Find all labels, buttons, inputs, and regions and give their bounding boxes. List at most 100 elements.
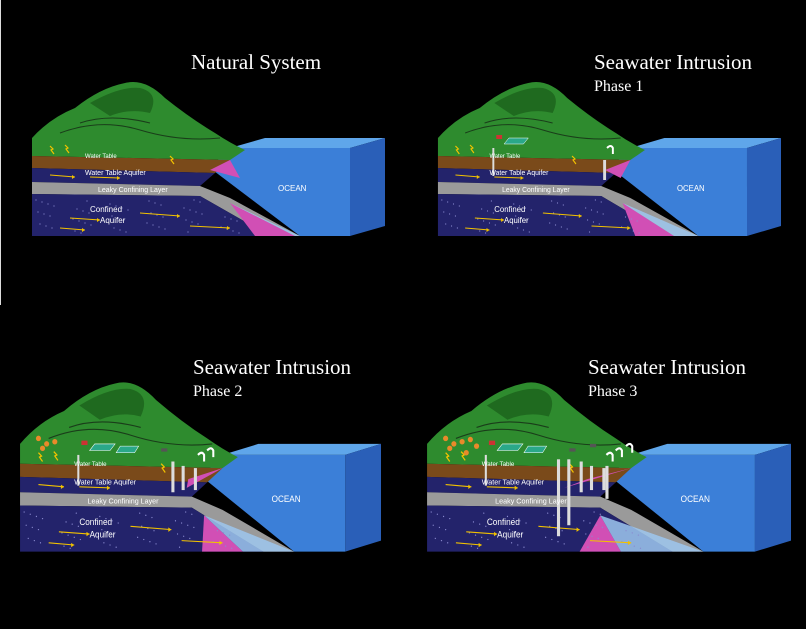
aquifer-sediment-dot <box>447 201 449 203</box>
aquifer-sediment-dot <box>528 231 530 233</box>
aquifer-sediment-dot <box>41 517 44 520</box>
recharge-symbol <box>469 144 475 154</box>
aquifer-sediment-dot <box>23 511 25 513</box>
aquifer-sediment-dot <box>27 537 29 540</box>
aquifer-sediment-dot <box>76 208 78 210</box>
aquifer-sediment-dot <box>563 543 565 545</box>
aquifer-sediment-dot <box>602 213 604 215</box>
water-table-label: Water Table <box>85 154 117 160</box>
aquifer-sediment-dot <box>229 534 231 536</box>
panel-title: Natural System <box>191 50 322 74</box>
aquifer-sediment-dot <box>174 520 177 522</box>
wellhead <box>605 451 614 462</box>
vehicle <box>161 448 168 452</box>
flow-arrow <box>48 542 75 546</box>
aquifer-sediment-dot <box>232 230 234 232</box>
aquifer-sediment-dot <box>109 203 111 205</box>
flow-arrow <box>58 531 90 535</box>
vehicle <box>589 443 597 448</box>
aquifer-sediment-dot <box>438 526 441 529</box>
flow-arrowhead <box>72 175 75 179</box>
aquifer-sediment-dot <box>139 512 141 514</box>
aquifer-sediment-dot <box>557 541 559 543</box>
aquifer-sediment-dot <box>216 530 219 532</box>
aquifer-sediment-dot <box>148 200 150 202</box>
water-table-aquifer-layer <box>20 476 208 497</box>
farm-house <box>81 440 88 446</box>
aquifer-sediment-dot <box>185 511 187 513</box>
aquifer-sediment-dot <box>73 536 75 538</box>
aquifer-sediment-dot <box>37 211 39 213</box>
confined-aquifer-layer <box>32 194 270 236</box>
aquifer-sediment-dot <box>442 515 445 518</box>
confined-aquifer-layer <box>437 194 670 236</box>
aquifer-sediment-dot <box>508 528 511 531</box>
aquifer-sediment-dot <box>187 524 189 526</box>
aquifer-sediment-dot <box>549 222 551 224</box>
aquifer-sediment-dot <box>513 517 515 520</box>
aquifer-sediment-dot <box>515 215 517 217</box>
aquifer-sediment-dot <box>115 546 117 548</box>
water-table-label: Water Table <box>482 461 515 468</box>
aquifer-sediment-dot <box>103 542 105 544</box>
flow-arrow <box>79 486 111 489</box>
flow-arrow <box>89 176 121 179</box>
aquifer-sediment-dot <box>152 224 154 226</box>
recharge-symbol <box>53 451 59 461</box>
panel-title: Seawater Intrusion <box>588 355 747 379</box>
confined-aquifer-label: Confined <box>90 205 122 214</box>
aquifer-sediment-dot <box>515 531 517 533</box>
aquifer-sediment-dot <box>35 199 37 201</box>
aquifer-sediment-dot <box>519 520 521 522</box>
flow-arrow <box>486 486 518 489</box>
aquifer-sediment-dot <box>224 545 227 547</box>
aquifer-sediment-dot <box>485 525 487 527</box>
pumping-well <box>602 468 606 491</box>
confined-aquifer-label-2: Aquifer <box>497 529 523 539</box>
aquifer-sediment-dot <box>481 536 483 538</box>
hill-shading <box>494 87 556 116</box>
pumping-well <box>605 465 609 499</box>
ocean-side <box>746 138 781 236</box>
aquifer-sediment-dot <box>637 534 640 536</box>
pumping-well <box>181 465 185 491</box>
flow-arrow <box>59 227 86 231</box>
aquifer-sediment-dot <box>146 222 148 224</box>
ocean-front <box>610 148 747 236</box>
flow-arrowhead <box>627 226 631 230</box>
orchard-tree <box>52 438 58 445</box>
flow-arrowhead <box>82 228 85 232</box>
ocean-top <box>230 138 385 148</box>
aquifer-sediment-dot <box>630 218 632 220</box>
aquifer-sediment-dot <box>445 528 447 531</box>
aquifer-sediment-dot <box>193 199 195 201</box>
water-table-aquifer-layer <box>32 168 215 186</box>
aquifer-sediment-dot <box>65 521 67 523</box>
aquifer-sediment-dot <box>600 201 602 203</box>
flow-arrow <box>69 217 101 221</box>
aquifer-sediment-dot <box>479 523 481 525</box>
aquifer-sediment-dot <box>525 522 527 524</box>
aquifer-sediment-dot <box>79 538 81 541</box>
wellhead <box>197 451 206 462</box>
flow-arrowhead <box>514 485 518 491</box>
recharge-symbol <box>568 463 574 473</box>
aquifer-sediment-dot <box>434 537 436 540</box>
aquifer-sediment-dot <box>593 511 595 513</box>
ocean-front <box>210 148 350 236</box>
pumping-well <box>171 461 175 493</box>
flow-arrow <box>130 525 172 531</box>
flow-arrowhead <box>476 175 480 179</box>
flow-arrow <box>181 540 223 544</box>
aquifer-sediment-dot <box>483 220 485 222</box>
crop-field <box>115 445 140 453</box>
aquifer-sediment-dot <box>107 531 109 533</box>
aquifer-sediment-dot <box>484 232 487 234</box>
flow-arrow <box>542 212 582 217</box>
aquifer-sediment-dot <box>29 513 31 515</box>
aquifer-sediment-dot <box>141 525 143 527</box>
aquifer-sediment-dot <box>520 217 523 219</box>
